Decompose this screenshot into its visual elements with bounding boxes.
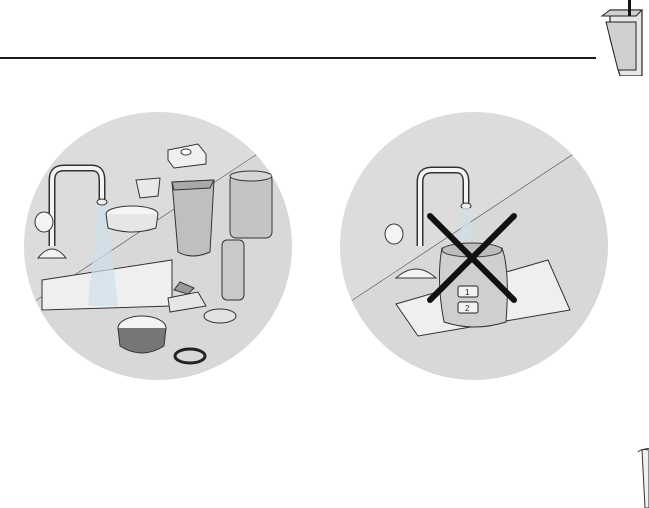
motor-button-1: 1 — [465, 288, 470, 297]
page-tab-icon — [596, 0, 649, 76]
motor-button-2: 2 — [465, 304, 470, 313]
partial-cup-icon — [636, 448, 649, 508]
motor-base-no-rinse-illustration: 1 2 — [338, 110, 610, 382]
washable-parts-illustration — [22, 110, 294, 382]
header-rule — [0, 57, 596, 59]
